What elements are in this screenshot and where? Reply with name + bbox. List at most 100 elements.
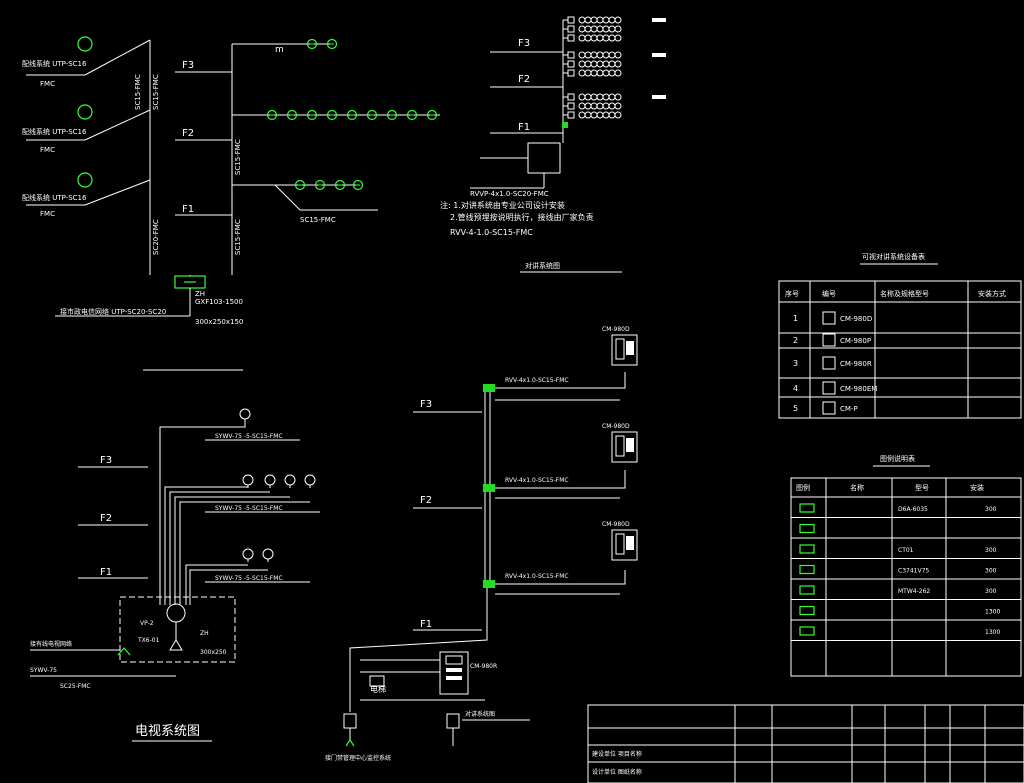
tv-outlet-icon	[242, 548, 254, 560]
tv-outlet-icon	[264, 474, 276, 486]
detector-row-f1	[294, 179, 364, 191]
svg-text:接市政电信网络 UTP-SC20-SC20: 接市政电信网络 UTP-SC20-SC20	[60, 307, 166, 316]
table-cell: 3	[793, 359, 798, 368]
fmc-label: FMC	[40, 80, 55, 88]
tv-system-title: 电视系统图	[135, 724, 200, 739]
detector-icon	[406, 109, 418, 121]
table-cell: C3741V75	[898, 568, 929, 575]
svg-text:接门禁管理中心监控系统: 接门禁管理中心监控系统	[325, 754, 391, 762]
table-cell: 1300	[985, 609, 1000, 616]
device-label: CM-980D	[602, 521, 630, 528]
device-label: CM-980D	[602, 326, 630, 333]
detector-icon	[306, 109, 318, 121]
network-riser: 配线系统 UTP-SC16 FMC 配线系统 UTP-SC16 FMC 配线系统…	[22, 36, 440, 371]
tv-outlet-icon	[239, 408, 251, 420]
detector-icon	[294, 179, 306, 191]
detector-icon	[352, 179, 364, 191]
intercom-coils	[563, 16, 666, 119]
title-block: 建设单位 项目名称 设计单位 图纸名称	[587, 704, 1024, 783]
svg-text:300x250: 300x250	[200, 649, 227, 656]
svg-text:FMC: FMC	[40, 146, 55, 154]
svg-text:注: 1.对讲系统由专业公司设计安装: 注: 1.对讲系统由专业公司设计安装	[440, 200, 565, 210]
svg-text:对讲系统图: 对讲系统图	[465, 710, 495, 718]
detector-icon	[286, 109, 298, 121]
detector-row-f3	[306, 38, 338, 50]
detector-icon	[266, 109, 278, 121]
indoor-unit: CM-980D	[602, 521, 638, 561]
svg-text:RVVP-4x1.0-SC20-FMC: RVVP-4x1.0-SC20-FMC	[470, 190, 549, 198]
floor-label-f3: F3	[420, 399, 432, 410]
floor-label-f2: F2	[100, 513, 112, 524]
m-label: m	[275, 45, 284, 55]
svg-text:SC15-FMC: SC15-FMC	[152, 74, 160, 110]
sc15-label: SC15-FMC	[234, 139, 242, 175]
table-cell: MTW4-262	[898, 588, 930, 595]
table-cell: 5	[793, 404, 798, 413]
col-series: 序号	[785, 289, 799, 298]
detector-icon	[314, 179, 326, 191]
floor-label-f3: F3	[518, 38, 530, 49]
sc20-label: SC20-FMC	[152, 219, 160, 255]
svg-text:RVV-4x1.0-SC15-FMC: RVV-4x1.0-SC15-FMC	[505, 477, 569, 484]
detector-icon	[386, 109, 398, 121]
svg-text:接有线电视网络: 接有线电视网络	[30, 640, 72, 648]
svg-text:RVV-4x1.0-SC15-FMC: RVV-4x1.0-SC15-FMC	[505, 573, 569, 580]
table-cell: 300	[985, 588, 997, 595]
detector-icon	[306, 38, 318, 50]
svg-text:建设单位 项目名称: 建设单位 项目名称	[592, 750, 642, 758]
table-cell: 2	[793, 336, 798, 345]
zh-label: ZH	[195, 290, 205, 298]
svg-text:图例: 图例	[796, 483, 810, 492]
floor-label-f1: F1	[420, 619, 432, 630]
detector-icon	[326, 109, 338, 121]
floor-label-f3: F3	[182, 60, 194, 71]
table-cell: 1300	[985, 629, 1000, 636]
table-cell: 300	[985, 506, 997, 513]
svg-text:SYWV-75 -5-SC15-FMC: SYWV-75 -5-SC15-FMC	[215, 575, 283, 582]
indoor-unit: CM-980D	[602, 326, 638, 366]
svg-text:型号: 型号	[915, 483, 929, 492]
table-cell: D6A-6035	[898, 506, 928, 513]
floor-label-f2: F2	[182, 128, 194, 139]
table-cell: CM-980EM	[840, 385, 877, 393]
intercom-riser: F3 F2 F1 RVVP-4x1.0-SC20-FMC 注: 1.对讲系统由专…	[440, 16, 666, 273]
svg-text:SYWV-75 -5-SC15-FMC: SYWV-75 -5-SC15-FMC	[215, 433, 283, 440]
table-cell: CM-980D	[840, 315, 872, 323]
floor-label-f2: F2	[420, 495, 432, 506]
svg-text:配线系统 UTP-SC16: 配线系统 UTP-SC16	[22, 193, 87, 202]
tv-outlets	[239, 408, 316, 562]
svg-text:RVV-4-1.0-SC15-FMC: RVV-4-1.0-SC15-FMC	[450, 228, 533, 237]
table-cell: 1	[793, 314, 798, 323]
tv-outlet-icon	[262, 548, 274, 560]
detector-icon	[346, 109, 358, 121]
table-cell: 4	[793, 384, 798, 393]
device-code: CM-980R	[470, 663, 497, 670]
table-cell: CT01	[898, 547, 914, 554]
svg-text:安装方式: 安装方式	[978, 289, 1006, 298]
svg-text:SYWV-75 -5-SC15-FMC: SYWV-75 -5-SC15-FMC	[215, 505, 283, 512]
svg-text:配线系统 UTP-SC16: 配线系统 UTP-SC16	[22, 127, 87, 136]
svg-text:SC15-FMC: SC15-FMC	[134, 74, 142, 110]
detector-icon	[326, 38, 338, 50]
elevator-label: 电梯	[370, 684, 386, 694]
col-code: 编号	[822, 289, 836, 298]
table-cell: 300	[985, 547, 997, 554]
svg-text:SYWV-75: SYWV-75	[30, 667, 57, 674]
svg-text:2.管线预埋按说明执行，接线由厂家负责: 2.管线预埋按说明执行，接线由厂家负责	[450, 212, 594, 222]
svg-text:TX6-01: TX6-01	[137, 637, 160, 644]
table-cell: 300	[985, 568, 997, 575]
floor-label-f3: F3	[100, 455, 112, 466]
svg-text:RVV-4x1.0-SC15-FMC: RVV-4x1.0-SC15-FMC	[505, 377, 569, 384]
svg-text:FMC: FMC	[40, 210, 55, 218]
svg-text:名称及规格型号: 名称及规格型号	[880, 289, 929, 298]
tv-outlet-icon	[304, 474, 316, 486]
table-cell: CM-980R	[840, 360, 872, 368]
svg-text:配线系统 UTP-SC16: 配线系统 UTP-SC16	[22, 59, 87, 68]
svg-text:名称: 名称	[850, 483, 864, 492]
svg-text:SC25-FMC: SC25-FMC	[60, 683, 91, 690]
floor-label-f2: F2	[518, 74, 530, 85]
tv-system: F3 F2 F1 SYWV-75 -5-SC15-FMC SYWV-75 -5-…	[30, 408, 320, 742]
